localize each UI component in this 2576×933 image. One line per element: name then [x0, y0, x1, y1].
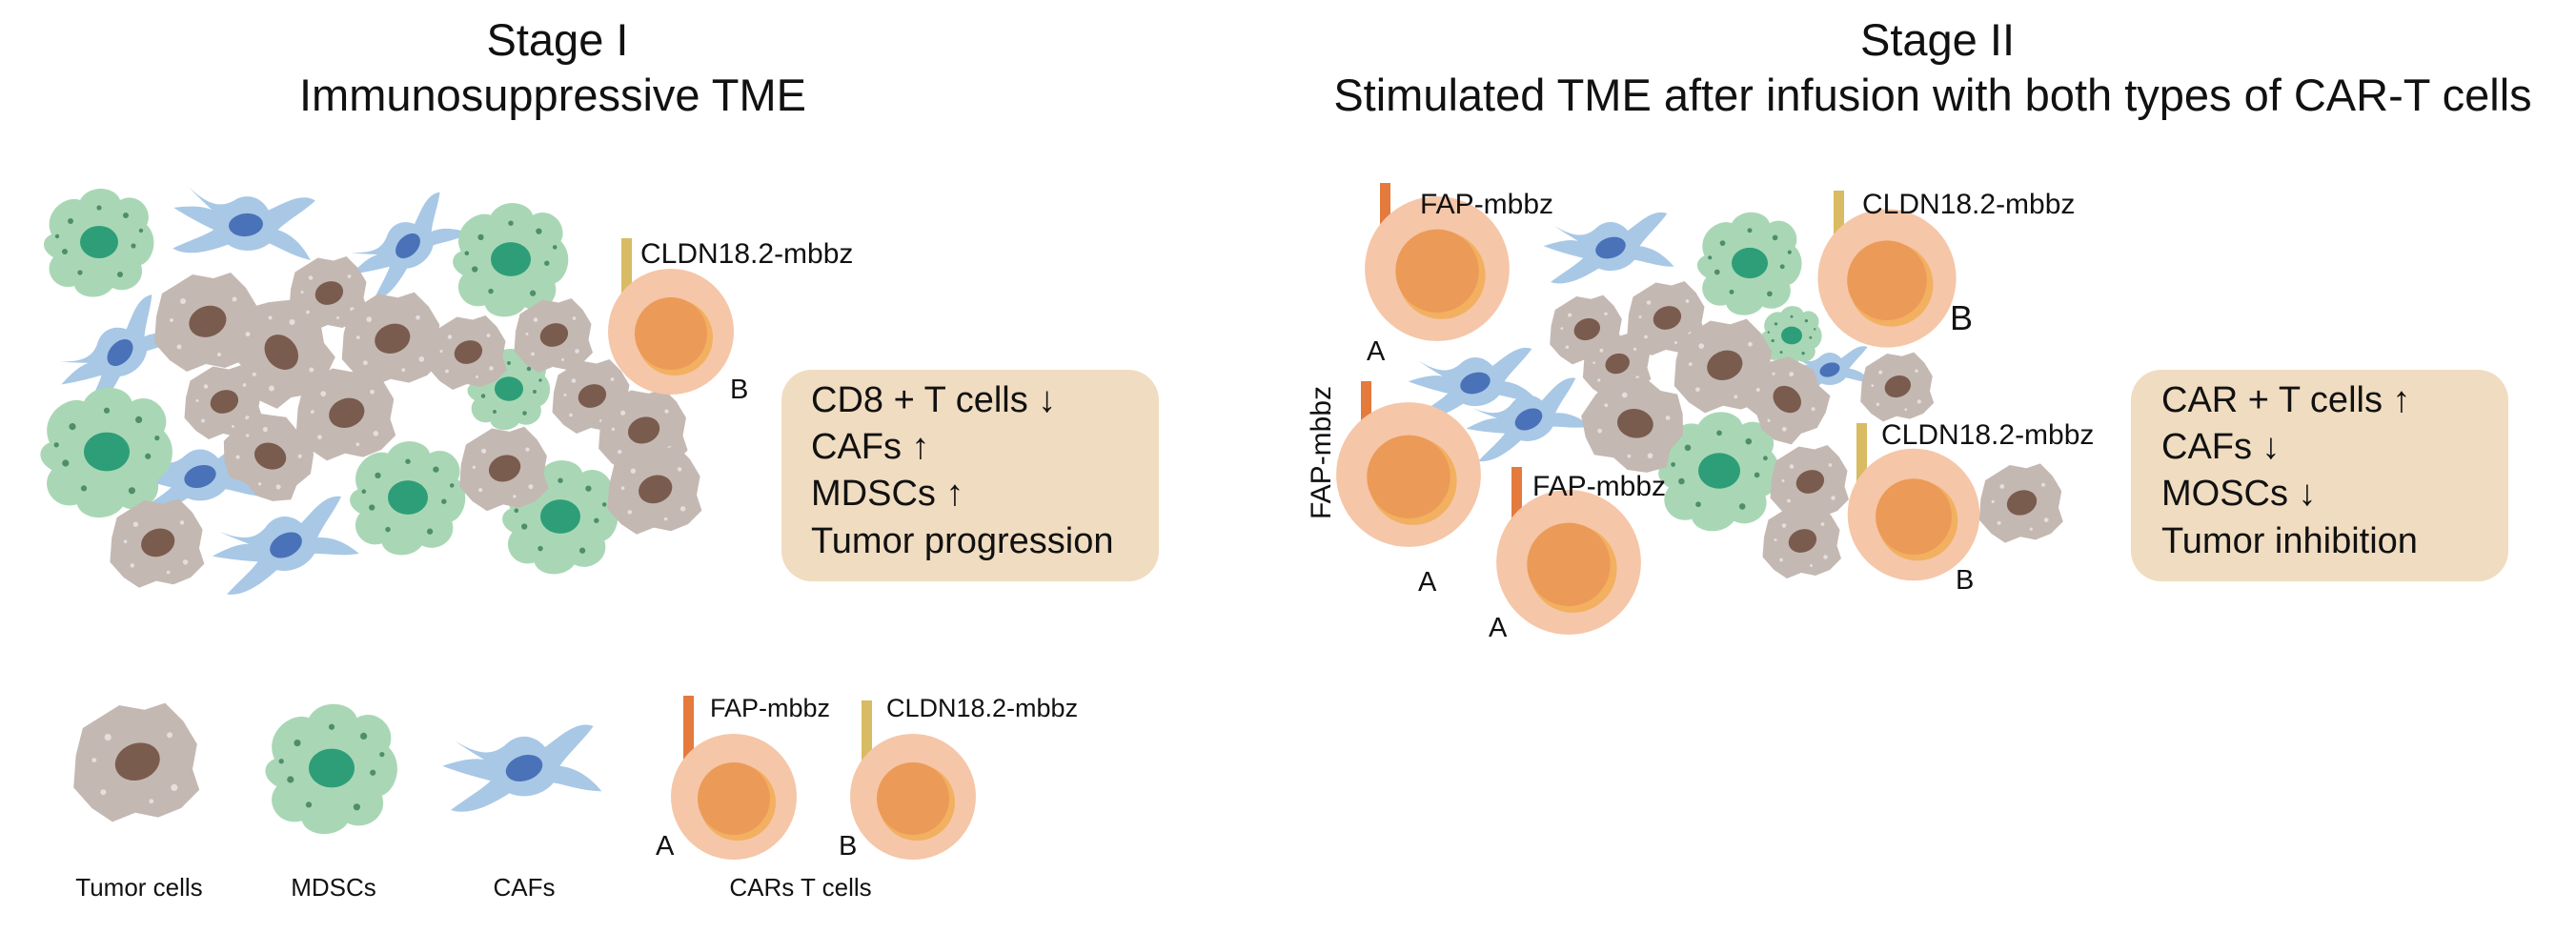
- mdsc-cell: [453, 203, 569, 317]
- stage1-cell-cluster: [40, 171, 702, 598]
- legend-tumor-icon: [73, 702, 200, 822]
- mdsc-cell: [40, 387, 172, 518]
- tumor-cell: [459, 426, 549, 512]
- mdsc-cell: [44, 188, 154, 297]
- box-line-2: CAFs ↑: [811, 427, 930, 467]
- legend-car-a-icon: [671, 696, 797, 860]
- car-type-letter: A: [1489, 613, 1508, 643]
- legend: Tumor cells MDSCs CAFs FAP-mbbz A CLDN18…: [73, 694, 1078, 902]
- tumor-cell: [1762, 504, 1841, 578]
- mdsc-cell: [1696, 212, 1802, 315]
- tumor-cell: [1860, 352, 1935, 422]
- legend-mdsc-label: MDSCs: [291, 873, 376, 902]
- legend-car-b-letter: B: [839, 831, 857, 862]
- stage2-subtitle: Stimulated TME after infusion with both …: [1333, 70, 2531, 120]
- stage2-car-t-2: CLDN18.2-mbbz B: [1817, 189, 2075, 348]
- car-type-letter: B: [1956, 565, 1974, 596]
- car-receptor-label: CLDN18.2-mbbz: [1862, 189, 2075, 220]
- mdsc-cell: [350, 441, 466, 556]
- box-line-4: Tumor inhibition: [2161, 521, 2418, 561]
- car-receptor-label: CLDN18.2-mbbz: [640, 238, 853, 270]
- legend-tumor-label: Tumor cells: [75, 873, 202, 902]
- caf-cell: [1543, 212, 1674, 284]
- legend-caf-label: CAFs: [494, 873, 556, 902]
- caf-cell: [165, 171, 323, 279]
- box-line-3: MDSCs ↑: [811, 474, 963, 514]
- car-receptor-label: FAP-mbbz: [1306, 386, 1337, 519]
- legend-mdsc-icon: [265, 703, 397, 835]
- car-receptor-label: CLDN18.2-mbbz: [1881, 419, 2094, 451]
- stage1-summary-box: CD8 + T cells ↓ CAFs ↑ MDSCs ↑ Tumor pro…: [781, 370, 1159, 581]
- stage1-subtitle: Immunosuppressive TME: [299, 70, 806, 120]
- car-receptor-label: FAP-mbbz: [1532, 471, 1666, 502]
- legend-car-b-label: CLDN18.2-mbbz: [886, 694, 1078, 722]
- box-line-1: CAR + T cells ↑: [2161, 380, 2411, 420]
- box-line-2: CAFs ↓: [2161, 427, 2281, 467]
- legend-caf-icon: [442, 724, 602, 812]
- tumor-cell: [1978, 463, 2063, 543]
- stage2-car-t-5: CLDN18.2-mbbz B: [1847, 419, 2094, 596]
- car-receptor-label: FAP-mbbz: [1420, 189, 1553, 220]
- box-line-3: MOSCs ↓: [2161, 474, 2317, 514]
- stage2-car-t-4: FAP-mbbz A: [1489, 467, 1666, 643]
- stage2-title: Stage II: [1860, 14, 2015, 65]
- tumor-cell: [110, 498, 205, 588]
- car-type-letter: A: [1367, 336, 1386, 367]
- legend-cars-label: CARs T cells: [729, 873, 871, 902]
- legend-car-a-letter: A: [656, 831, 675, 862]
- car-type-letter: A: [1418, 567, 1437, 598]
- legend-car-a-label: FAP-mbbz: [710, 694, 830, 722]
- legend-car-b-icon: [850, 700, 976, 860]
- car-type-letter: B: [730, 375, 748, 405]
- stage2-summary-box: CAR + T cells ↑ CAFs ↓ MOSCs ↓ Tumor inh…: [2131, 370, 2508, 581]
- box-line-4: Tumor progression: [811, 521, 1114, 561]
- tumor-cell: [428, 315, 507, 390]
- stage2-car-t-1: FAP-mbbz A: [1365, 183, 1553, 367]
- car-type-letter: B: [1950, 298, 1973, 337]
- stage1-car-t-cell: CLDN18.2-mbbz B: [608, 238, 853, 405]
- stage2-car-t-3: FAP-mbbz A: [1306, 381, 1481, 598]
- box-line-1: CD8 + T cells ↓: [811, 380, 1056, 420]
- caf-cell: [206, 494, 363, 598]
- stage1-title: Stage I: [487, 14, 629, 65]
